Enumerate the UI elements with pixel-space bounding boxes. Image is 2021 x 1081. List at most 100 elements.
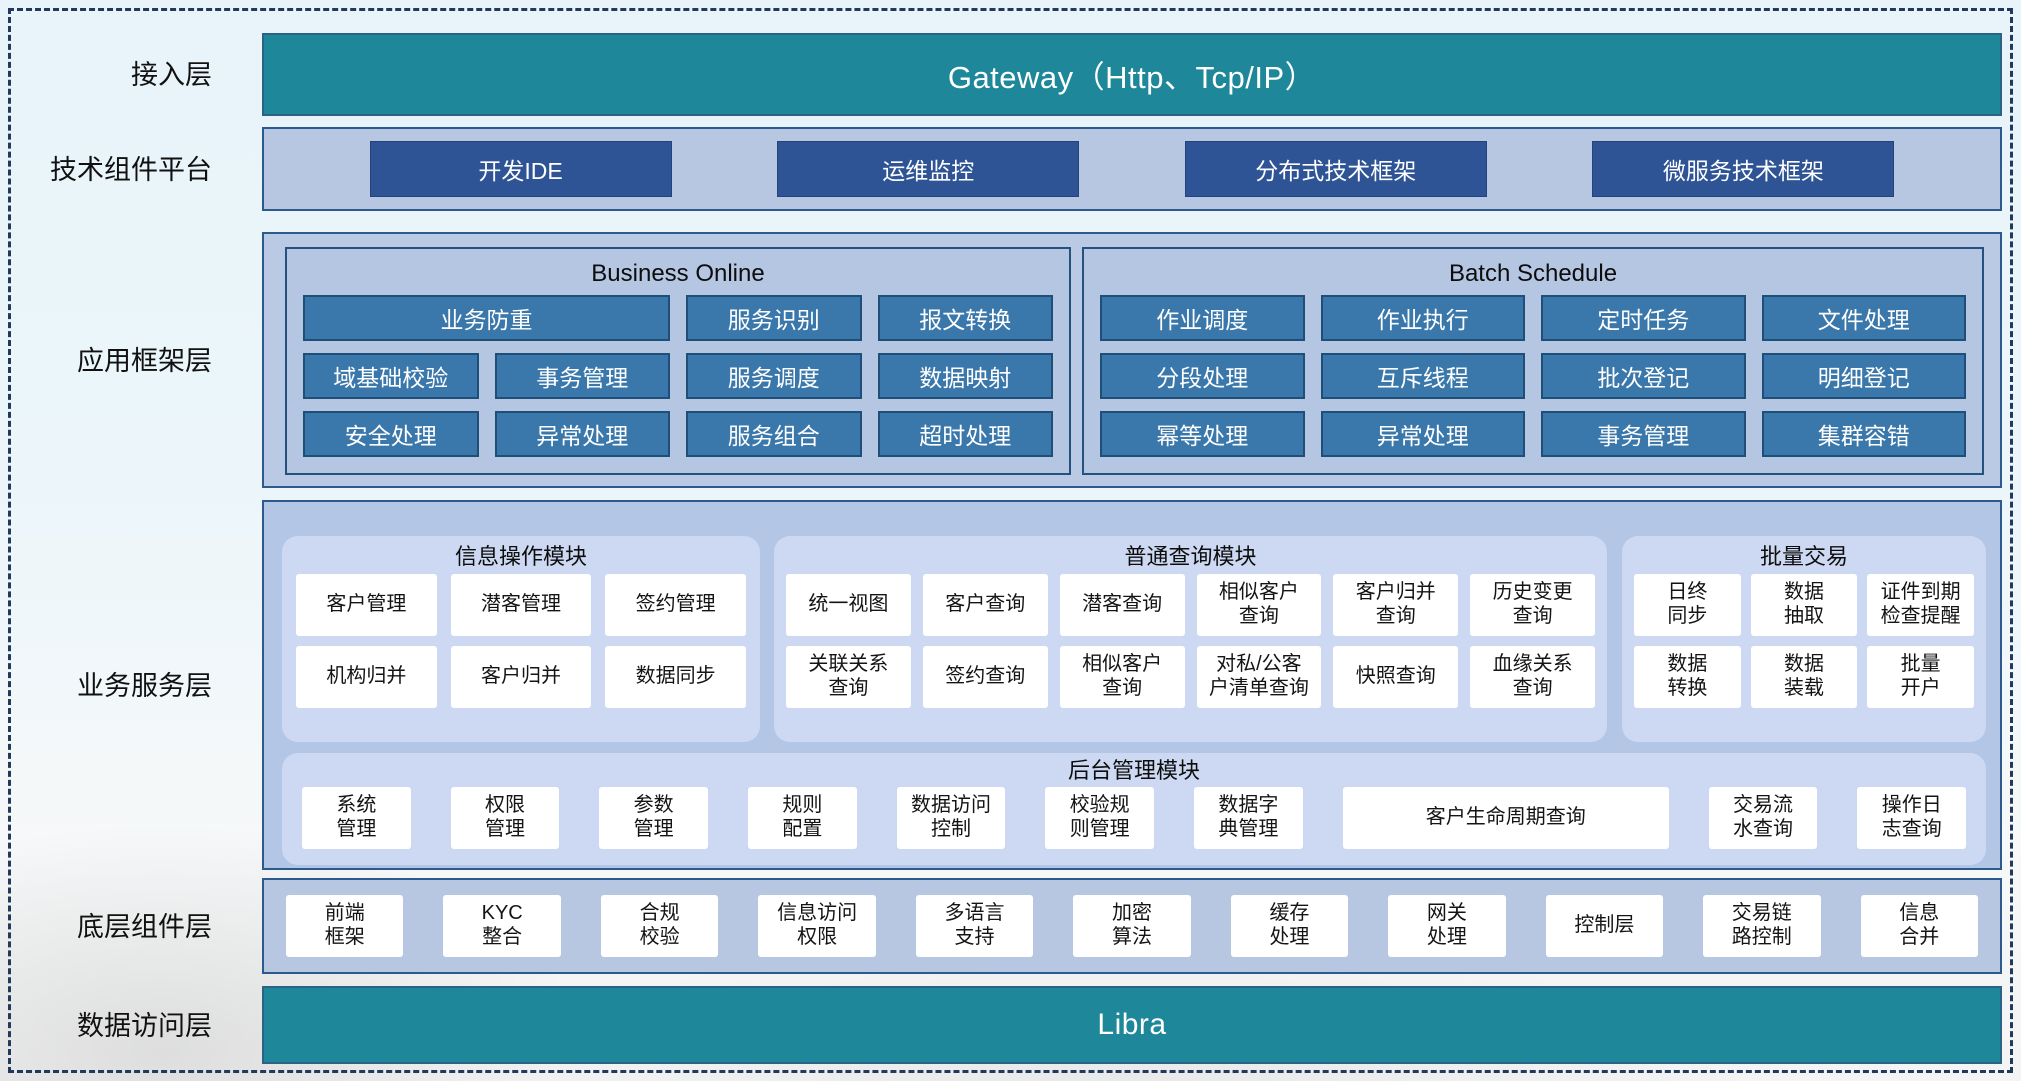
libra-label: Libra	[1097, 1008, 1167, 1041]
common-query-item: 快照查询	[1333, 646, 1459, 708]
batch-transaction-item: 日终 同步	[1634, 574, 1741, 636]
info-operation-item: 客户归并	[450, 646, 592, 708]
layer-label-base-components: 底层组件层	[77, 912, 212, 942]
business-online-chip: 数据映射	[877, 353, 1053, 399]
batch-schedule-chip: 互斥线程	[1320, 353, 1525, 399]
base-component-item: 缓存 处理	[1230, 895, 1349, 957]
admin-module: 后台管理模块 系统 管理权限 管理参数 管理规则 配置数据访问 控制校验规 则管…	[282, 753, 1986, 865]
common-query-item: 相似客户 查询	[1196, 574, 1322, 636]
base-component-item: 信息 合并	[1860, 895, 1978, 957]
batch-schedule-chip: 分段处理	[1100, 353, 1305, 399]
admin-module-item: 操作日 志查询	[1857, 787, 1967, 849]
batch-schedule-chip: 文件处理	[1761, 295, 1966, 341]
base-component-item: 信息访问 权限	[758, 895, 876, 957]
tech-platform-chip: 分布式技术框架	[1184, 141, 1487, 197]
layer-label-access: 接入层	[131, 60, 212, 90]
batch-schedule-chip: 异常处理	[1320, 411, 1525, 457]
layer-label-business-service: 业务服务层	[77, 671, 212, 701]
common-query-grid: 统一视图客户查询潜客查询相似客户 查询客户归并 查询历史变更 查询关联关系 查询…	[774, 574, 1607, 708]
admin-module-item: 参数 管理	[599, 787, 709, 849]
batch-transaction-grid: 日终 同步数据 抽取证件到期 检查提醒数据 转换数据 装载批量 开户	[1622, 574, 1986, 708]
batch-schedule-chip: 幂等处理	[1100, 411, 1305, 457]
app-framework-panel: Business Online 业务防重服务识别报文转换域基础校验事务管理服务调…	[262, 232, 2002, 488]
tech-platform-chip: 运维监控	[777, 141, 1080, 197]
common-query-item: 血缘关系 查询	[1470, 646, 1595, 708]
batch-schedule-chip: 集群容错	[1761, 411, 1966, 457]
business-service-panel: 信息操作模块 客户管理潜客管理签约管理机构归并客户归并数据同步 普通查询模块 统…	[262, 500, 2002, 870]
batch-transaction-title: 批量交易	[1759, 544, 1848, 569]
batch-transaction-module: 批量交易 日终 同步数据 抽取证件到期 检查提醒数据 转换数据 装载批量 开户	[1622, 536, 1986, 742]
batch-schedule-title: Batch Schedule	[1448, 260, 1618, 287]
batch-schedule-chip: 事务管理	[1541, 411, 1746, 457]
common-query-item: 对私/公客 户清单查询	[1196, 646, 1322, 708]
info-operation-item: 签约管理	[605, 574, 746, 636]
tech-platform-panel: 开发IDE 运维监控 分布式技术框架 微服务技术框架	[262, 127, 2002, 211]
info-operation-item: 机构归并	[296, 646, 437, 708]
common-query-item: 相似客户 查询	[1059, 646, 1185, 708]
common-query-item: 统一视图	[786, 574, 911, 636]
info-operation-module: 信息操作模块 客户管理潜客管理签约管理机构归并客户归并数据同步	[282, 536, 760, 742]
admin-module-item: 数据访问 控制	[896, 787, 1006, 849]
gateway-label: Gateway（Http、Tcp/IP）	[947, 60, 1317, 95]
gateway-bar: Gateway（Http、Tcp/IP）	[262, 33, 2002, 116]
tech-platform-chip: 微服务技术框架	[1592, 141, 1895, 197]
business-online-chip: 超时处理	[877, 411, 1053, 457]
admin-module-row: 系统 管理权限 管理参数 管理规则 配置数据访问 控制校验规 则管理数据字 典管…	[282, 787, 1986, 849]
business-online-chip: 业务防重	[303, 295, 670, 341]
info-operation-title: 信息操作模块	[454, 544, 587, 569]
batch-transaction-item: 数据 抽取	[1750, 574, 1858, 636]
common-query-item: 关联关系 查询	[786, 646, 911, 708]
batch-schedule-panel: Batch Schedule 作业调度作业执行定时任务文件处理分段处理互斥线程批…	[1082, 247, 1984, 475]
batch-schedule-chip: 定时任务	[1541, 295, 1746, 341]
business-online-chip: 异常处理	[494, 411, 670, 457]
base-component-item: 多语言 支持	[915, 895, 1034, 957]
base-component-item: 网关 处理	[1388, 895, 1506, 957]
admin-module-title: 后台管理模块	[1067, 758, 1200, 783]
layer-label-tech-platform: 技术组件平台	[50, 155, 212, 185]
common-query-item: 客户查询	[922, 574, 1048, 636]
admin-module-item: 客户生命周期查询	[1342, 787, 1669, 849]
base-component-item: 控制层	[1545, 895, 1664, 957]
info-operation-grid: 客户管理潜客管理签约管理机构归并客户归并数据同步	[282, 574, 760, 708]
admin-module-item: 数据字 典管理	[1194, 787, 1303, 849]
admin-module-item: 规则 配置	[748, 787, 857, 849]
layer-label-app-framework: 应用框架层	[77, 346, 212, 376]
business-online-chip: 服务组合	[686, 411, 862, 457]
business-online-chip: 安全处理	[303, 411, 479, 457]
common-query-title: 普通查询模块	[1124, 544, 1257, 569]
business-online-chip: 服务识别	[686, 295, 862, 341]
business-online-chip: 报文转换	[877, 295, 1053, 341]
tech-platform-chip: 开发IDE	[369, 141, 672, 197]
libra-bar: Libra	[262, 986, 2002, 1064]
common-query-module: 普通查询模块 统一视图客户查询潜客查询相似客户 查询客户归并 查询历史变更 查询…	[774, 536, 1607, 742]
admin-module-item: 权限 管理	[450, 787, 560, 849]
business-online-grid: 业务防重服务识别报文转换域基础校验事务管理服务调度数据映射安全处理异常处理服务组…	[303, 295, 1053, 457]
info-operation-item: 数据同步	[605, 646, 746, 708]
batch-schedule-grid: 作业调度作业执行定时任务文件处理分段处理互斥线程批次登记明细登记幂等处理异常处理…	[1100, 295, 1966, 457]
info-operation-item: 潜客管理	[450, 574, 592, 636]
admin-module-item: 校验规 则管理	[1045, 787, 1155, 849]
info-operation-item: 客户管理	[296, 574, 437, 636]
base-component-item: 加密 算法	[1073, 895, 1191, 957]
base-component-item: KYC 整合	[443, 895, 561, 957]
business-online-chip: 事务管理	[494, 353, 670, 399]
admin-module-item: 系统 管理	[302, 787, 411, 849]
batch-schedule-chip: 批次登记	[1541, 353, 1746, 399]
base-component-item: 前端 框架	[286, 895, 404, 957]
batch-transaction-item: 数据 装载	[1750, 646, 1858, 708]
business-online-panel: Business Online 业务防重服务识别报文转换域基础校验事务管理服务调…	[285, 247, 1071, 475]
batch-transaction-item: 批量 开户	[1867, 646, 1974, 708]
business-online-chip: 域基础校验	[303, 353, 479, 399]
batch-schedule-chip: 明细登记	[1761, 353, 1966, 399]
batch-schedule-chip: 作业执行	[1320, 295, 1525, 341]
common-query-item: 潜客查询	[1059, 574, 1185, 636]
admin-module-item: 交易流 水查询	[1708, 787, 1818, 849]
common-query-item: 历史变更 查询	[1470, 574, 1595, 636]
common-query-item: 客户归并 查询	[1333, 574, 1459, 636]
business-online-title: Business Online	[591, 260, 765, 287]
base-component-item: 交易链 路控制	[1703, 895, 1821, 957]
common-query-item: 签约查询	[922, 646, 1048, 708]
layer-label-data-access: 数据访问层	[77, 1011, 212, 1041]
